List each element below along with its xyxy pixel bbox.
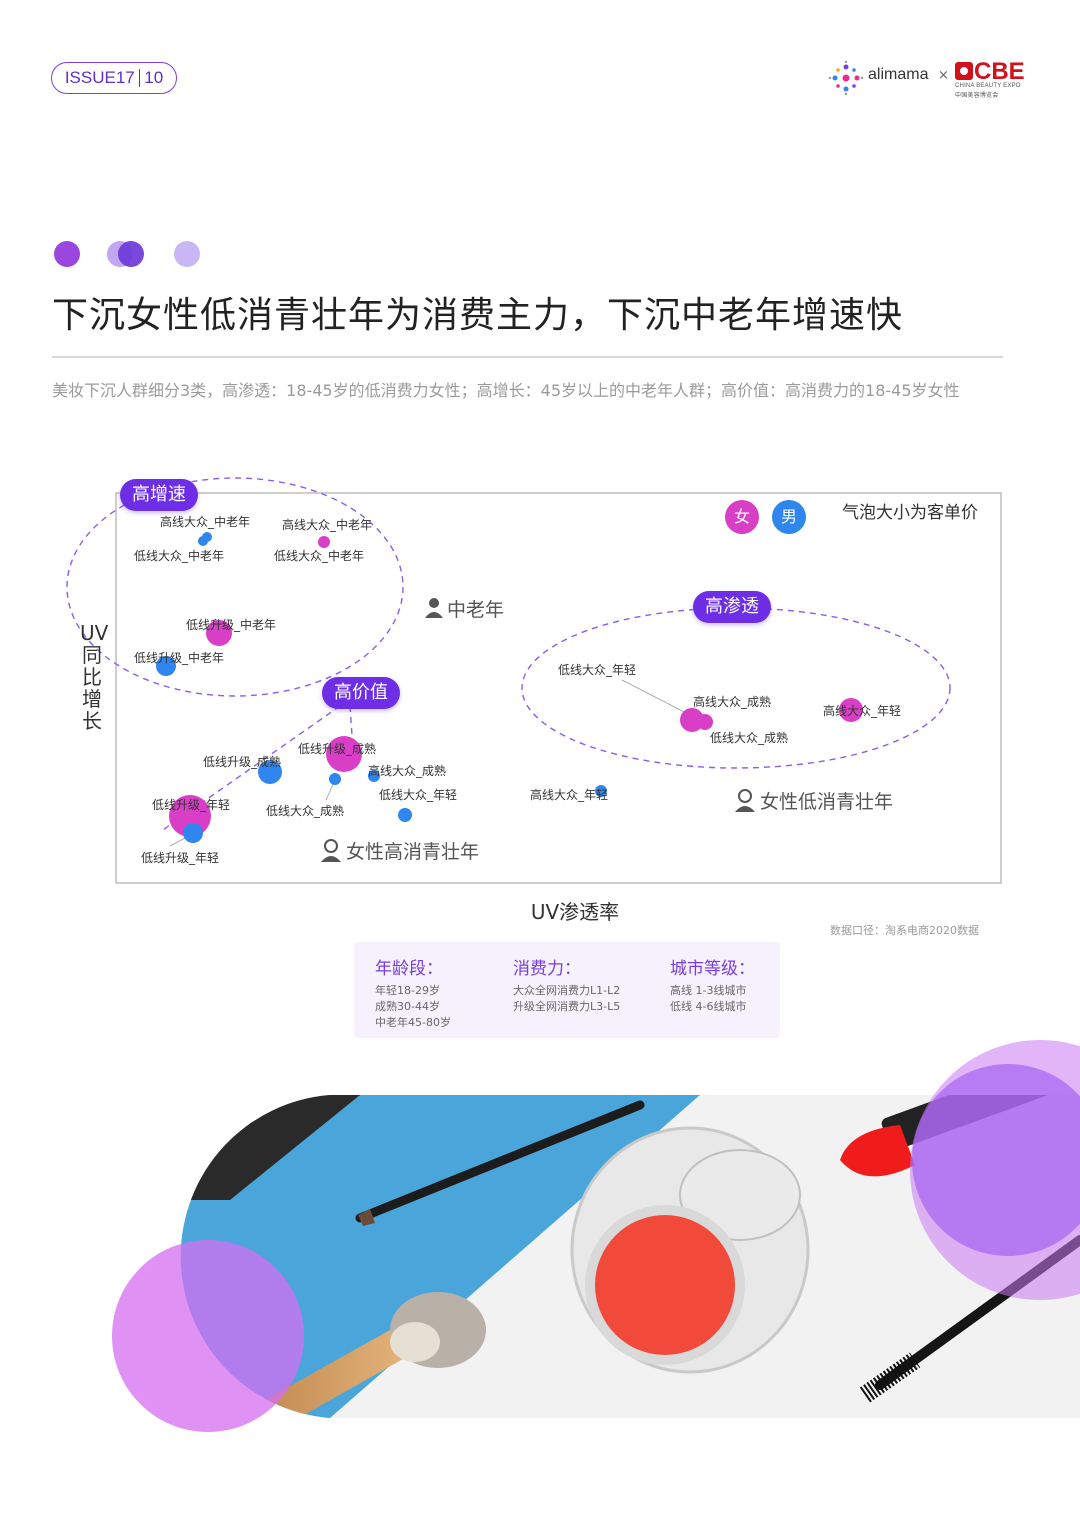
issue-number: ISSUE17 <box>64 68 135 87</box>
point-label: 低线升级_中老年 <box>134 650 224 665</box>
person-outline-icon <box>321 839 341 862</box>
legend-city: 城市等级： 高线 1-3线城市 低线 4-6线城市 <box>670 954 755 1015</box>
point-label: 低线升级_年轻 <box>152 798 230 812</box>
cbe-wordmark: CBE <box>974 58 1025 85</box>
alimama-wordmark: alimama <box>868 66 929 83</box>
plot-frame <box>115 492 1002 884</box>
bubble-female <box>839 698 863 722</box>
point-label: 高线大众_年轻 <box>823 703 901 718</box>
page-subtitle: 美妆下沉人群细分3类，高渗透：18-45岁的低消费力女性；高增长：45岁以上的中… <box>52 381 960 400</box>
point-label: 高线大众_成熟 <box>693 694 771 709</box>
tag-value: 高价值 <box>322 677 400 709</box>
point-label: 高线大众_成熟 <box>368 763 446 778</box>
decor-circle <box>112 1240 304 1432</box>
tag-growth: 高增速 <box>120 479 198 511</box>
value-cluster-line <box>159 705 341 833</box>
legend-city-title: 城市等级： <box>670 959 755 979</box>
cbe-subtitle-cn: 中国美容博览会 <box>955 93 999 99</box>
bubble-male <box>183 823 203 843</box>
legend-spend-line: 大众全网消费力L1-L2 <box>513 984 621 997</box>
bubble-female <box>680 708 704 732</box>
leader-line <box>621 679 691 716</box>
bubble-male <box>368 770 380 782</box>
point-label: 低线升级_成熟 <box>203 754 281 769</box>
bubble-male <box>595 785 607 797</box>
point-label: 低线升级_年轻 <box>141 851 219 865</box>
person-icon <box>425 598 443 618</box>
point-label: 低线大众_年轻 <box>379 788 457 802</box>
legend-age: 年龄段： 年轻18-29岁 成熟30-44岁 中老年45-80岁 <box>375 954 451 1031</box>
legend-age-title: 年龄段： <box>375 959 443 979</box>
cbe-subtitle-en: CHINA BEAUTY EXPO <box>955 83 1021 89</box>
data-source-note: 数据口径：淘系电商2020数据 <box>830 924 979 937</box>
x-axis-label: UV渗透率 <box>530 900 620 924</box>
brand-logos: alimama × CBE CHINA BEAUTY EXPO 中国美容博览会 <box>828 58 1028 99</box>
bubble-female <box>206 620 232 646</box>
brand-times: × <box>938 68 949 83</box>
point-label: 低线升级_成熟 <box>298 741 376 756</box>
title-divider <box>52 356 1003 358</box>
cosmetics-photo <box>112 1040 1080 1432</box>
cbe-logo-icon <box>955 62 973 80</box>
point-label: 低线升级_中老年 <box>186 617 276 632</box>
legend-age-line: 中老年45-80岁 <box>375 1016 451 1029</box>
decor-dot-3 <box>174 241 200 267</box>
decor-dot-2b <box>118 241 144 267</box>
segment-label-low-young: 女性低消青壮年 <box>760 791 893 813</box>
legend-spend-title: 消费力： <box>513 959 581 979</box>
point-label: 低线大众_成熟 <box>710 730 788 745</box>
bubble-female <box>326 736 362 772</box>
bubble-female <box>318 536 330 548</box>
legend-male-badge: 男 <box>772 500 806 534</box>
bubble-size-note: 气泡大小为客单价 <box>842 503 978 523</box>
legend-city-line: 低线 4-6线城市 <box>670 1000 747 1013</box>
segment-label-high-young: 女性高消青壮年 <box>346 841 479 863</box>
point-label: 高线大众_中老年 <box>282 517 372 532</box>
point-label: 高线大众_中老年 <box>160 514 250 529</box>
decor-dot-1 <box>54 241 80 267</box>
legend-city-line: 高线 1-3线城市 <box>670 984 747 997</box>
page-title: 下沉女性低消青壮年为消费主力，下沉中老年增速快 <box>52 295 904 336</box>
definition-legend: 年龄段： 年轻18-29岁 成熟30-44岁 中老年45-80岁 消费力： 大众… <box>354 942 780 1038</box>
growth-cluster-ellipse <box>66 477 404 697</box>
bubble-chart: 高线大众_中老年 低线大众_中老年 高线大众_中老年 低线大众_中老年 低线升级… <box>66 477 1002 884</box>
point-label: 高线大众_年轻 <box>530 787 608 802</box>
issue-badge: ISSUE17 10 <box>51 62 177 94</box>
y-axis-label: UV同比增长 <box>80 621 109 733</box>
bubble-male <box>329 773 341 785</box>
bubble-female <box>697 714 713 730</box>
bubble-male <box>258 760 282 784</box>
legend-age-line: 成熟30-44岁 <box>375 1000 440 1013</box>
segment-label-elder: 中老年 <box>447 599 504 621</box>
point-label: 低线大众_中老年 <box>274 548 364 563</box>
person-outline-icon <box>735 789 755 812</box>
legend-spend: 消费力： 大众全网消费力L1-L2 升级全网消费力L3-L5 <box>513 954 620 1015</box>
alimama-logo-icon <box>828 60 864 96</box>
point-label: 低线大众_中老年 <box>134 548 224 563</box>
point-label: 低线大众_成熟 <box>266 803 344 818</box>
bubble-male <box>198 536 208 546</box>
bubble-male <box>156 656 176 676</box>
legend-spend-line: 升级全网消费力L3-L5 <box>513 1000 621 1013</box>
value-cluster-line-2 <box>349 705 353 736</box>
issue-divider <box>138 69 141 87</box>
decor-circle <box>910 1040 1080 1300</box>
page-number: 10 <box>144 68 164 87</box>
legend-female-badge: 女 <box>725 500 759 534</box>
tag-penetration: 高渗透 <box>693 591 771 623</box>
legend-age-line: 年轻18-29岁 <box>375 984 440 997</box>
point-label: 低线大众_年轻 <box>558 663 636 677</box>
bubble-male <box>398 808 412 822</box>
